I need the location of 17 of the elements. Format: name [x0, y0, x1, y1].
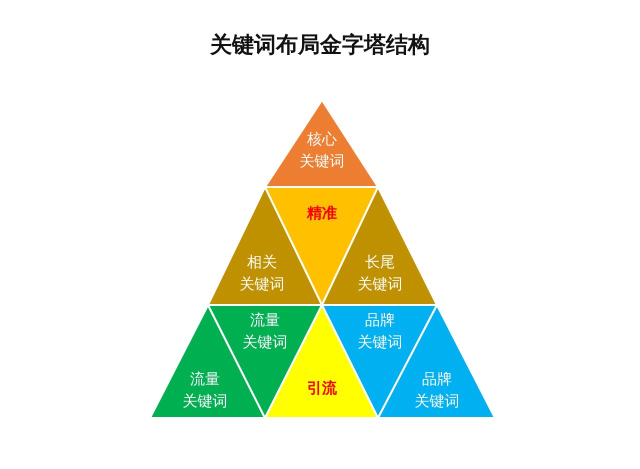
segment-label: 关键词 [414, 392, 460, 410]
segment-label: 关键词 [242, 333, 288, 351]
segment-label: 相关 [247, 253, 277, 271]
segment-label: 精准 [307, 204, 337, 222]
segment-label: 关键词 [300, 152, 344, 170]
segment-label: 流量 [250, 311, 280, 329]
segment-label: 关键词 [240, 275, 284, 293]
segment-label: 关键词 [358, 275, 402, 293]
segment-label: 品牌 [422, 370, 452, 388]
segment-label: 关键词 [182, 392, 228, 410]
diagram-title: 关键词布局金字塔结构 [208, 32, 431, 60]
segment-label: 长尾 [365, 253, 395, 271]
segment-label: 引流 [307, 379, 337, 397]
segment-label: 核心 [307, 130, 337, 148]
segment-label: 品牌 [365, 311, 395, 329]
segment-label: 流量 [190, 370, 220, 388]
segment-label: 关键词 [358, 333, 402, 351]
